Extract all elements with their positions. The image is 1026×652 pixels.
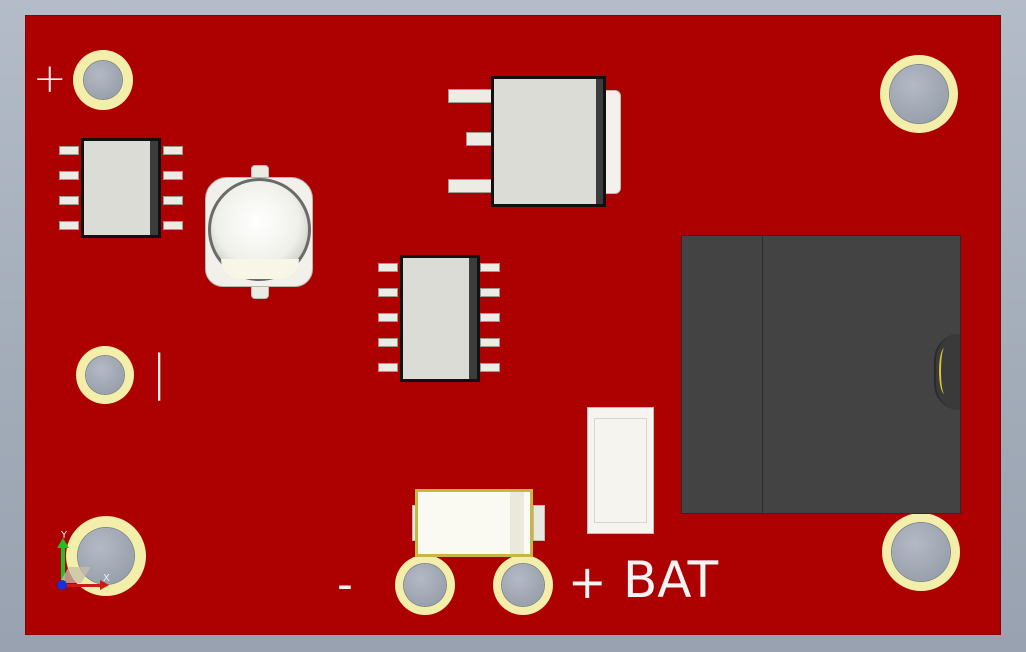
pad-left-middle [76, 346, 134, 404]
pad-bottom-right [882, 513, 960, 591]
axis-y-line [61, 546, 65, 586]
axis-y-arrow-icon [57, 538, 69, 548]
silk-bat: BAT [623, 551, 719, 609]
pad-top-left [73, 50, 133, 110]
axis-x-arrow-icon [100, 580, 109, 590]
axis-z-dot-icon [57, 580, 67, 590]
silk-minus: - [337, 559, 353, 610]
silk-plus: + [568, 555, 607, 609]
pad-top-right [880, 55, 958, 133]
pcb-board: + | - + BAT [25, 15, 1001, 635]
smd-component-vertical [587, 407, 654, 534]
dark-module [681, 235, 961, 514]
silk-side-bar: | [151, 345, 168, 401]
axis-x-line [63, 584, 103, 587]
axis-triad: Y X [52, 530, 122, 596]
silk-plus-top: + [33, 56, 67, 102]
axis-x-label: X [103, 573, 110, 584]
pad-battery-minus [395, 555, 455, 615]
pad-battery-plus [493, 555, 553, 615]
axis-y-label: Y [61, 530, 68, 541]
